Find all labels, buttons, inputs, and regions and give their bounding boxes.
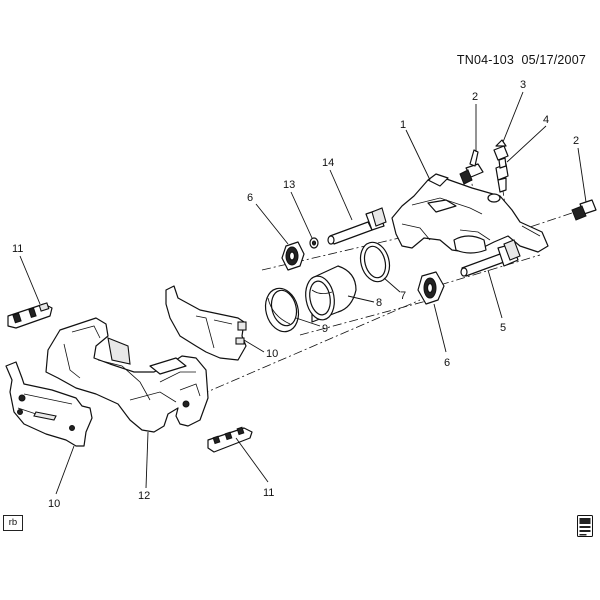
pad-clip-lower (207, 426, 253, 453)
callout-11a: 11 (12, 243, 23, 255)
leader-lines (19, 91, 587, 495)
document-reference: TN04-103 05/17/2007 (457, 53, 586, 67)
brake-pad-outer (5, 361, 93, 447)
bushing-upper (281, 241, 305, 271)
callout-1: 1 (400, 119, 406, 131)
callout-5: 5 (500, 322, 506, 334)
callout-10b: 10 (48, 498, 60, 510)
pad-clip-upper (7, 302, 53, 329)
callout-11b: 11 (263, 487, 274, 499)
piston-seal (359, 241, 391, 283)
callout-9: 9 (322, 323, 328, 335)
callout-14: 14 (322, 157, 334, 169)
book-icon (577, 515, 593, 537)
corner-tag: rb (3, 515, 23, 531)
small-washer (309, 237, 319, 249)
callout-13: 13 (283, 179, 295, 191)
callout-7: 7 (400, 290, 406, 302)
guide-pin-bolt-lower (460, 239, 521, 277)
bleeder-valve (495, 157, 509, 193)
document-date: 05/17/2007 (521, 53, 586, 67)
bleeder-cap (493, 139, 509, 161)
caliper-housing (391, 173, 549, 254)
piston (305, 265, 357, 323)
callout-labels: 1 2 2 3 4 5 6 6 7 8 9 10 10 11 11 12 13 … (12, 79, 579, 510)
callout-2b: 2 (573, 135, 579, 147)
callout-6a: 6 (247, 192, 253, 204)
guide-pin-bolt-upper (327, 207, 387, 245)
bolt-upper-right (571, 199, 597, 221)
callout-6b: 6 (444, 357, 450, 369)
piston-boot (264, 287, 300, 333)
callout-4: 4 (543, 114, 549, 126)
bolt-upper-left (459, 149, 484, 185)
callout-2a: 2 (472, 91, 478, 103)
callout-3: 3 (520, 79, 526, 91)
document-id: TN04-103 (456, 53, 515, 67)
callout-12: 12 (138, 490, 150, 502)
caliper-bracket (45, 317, 209, 433)
callout-8: 8 (376, 297, 382, 309)
assembly-axis-lines (159, 169, 576, 406)
brake-pad-inner (165, 285, 247, 361)
bushing-lower (417, 271, 445, 305)
callout-10a: 10 (266, 348, 278, 360)
